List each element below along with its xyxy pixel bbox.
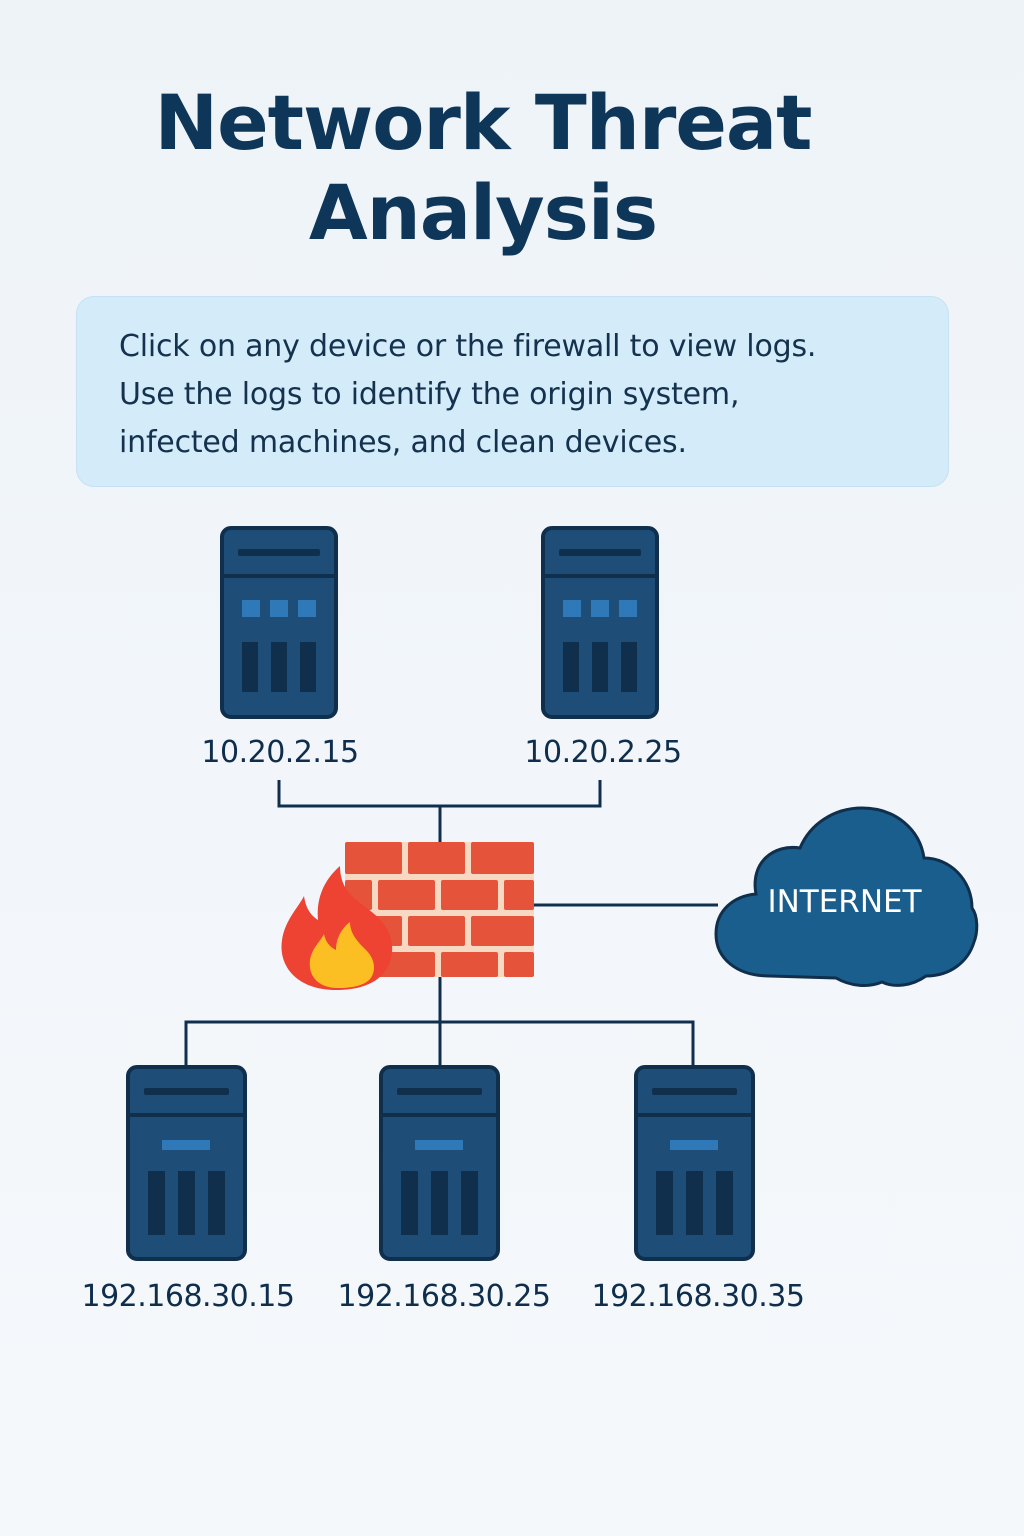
server-icon	[220, 526, 338, 719]
instructions-line-1: Click on any device or the firewall to v…	[119, 329, 817, 364]
firewall[interactable]	[278, 842, 538, 998]
firewall-icon	[281, 842, 534, 990]
instructions-line-2: Use the logs to identify the origin syst…	[119, 377, 740, 412]
instructions-line-3: infected machines, and clean devices.	[119, 425, 687, 460]
link-host-bus	[184, 1020, 695, 1066]
server-icon	[126, 1065, 247, 1261]
device-ip-label: 10.20.2.15	[201, 735, 359, 770]
server-icon	[634, 1065, 755, 1261]
flame-icon	[281, 866, 393, 990]
link-top-servers	[277, 780, 602, 808]
internet-cloud[interactable]: INTERNET	[712, 802, 980, 992]
page-title-line-2: Analysis	[308, 168, 658, 257]
instructions-panel: Click on any device or the firewall to v…	[76, 296, 949, 487]
device-host-192-168-30-35[interactable]	[634, 1065, 755, 1261]
device-server-10-20-2-15[interactable]	[220, 526, 338, 719]
server-icon	[379, 1065, 500, 1261]
device-host-192-168-30-25[interactable]	[379, 1065, 500, 1261]
cloud-icon	[714, 806, 979, 987]
device-ip-label: 192.168.30.15	[81, 1279, 295, 1314]
device-ip-label: 192.168.30.35	[591, 1279, 805, 1314]
device-server-10-20-2-25[interactable]	[541, 526, 659, 719]
device-host-192-168-30-15[interactable]	[126, 1065, 247, 1261]
device-ip-label: 192.168.30.25	[337, 1279, 551, 1314]
device-ip-label: 10.20.2.25	[524, 735, 682, 770]
page-title-line-1: Network Threat	[154, 78, 813, 167]
internet-label: INTERNET	[767, 884, 922, 920]
page-title: Network Threat Analysis	[0, 78, 966, 258]
server-icon	[541, 526, 659, 719]
